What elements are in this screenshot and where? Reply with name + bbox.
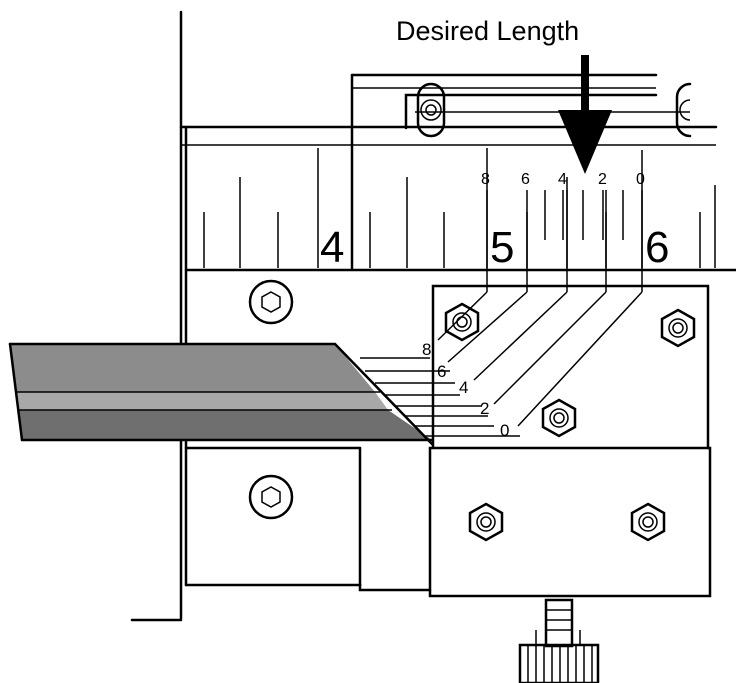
bolt-top-right bbox=[675, 82, 692, 138]
diagram-title: Desired Length bbox=[396, 16, 579, 46]
bolt-clamp-left bbox=[468, 502, 504, 542]
vernier-side-label-0: 0 bbox=[500, 421, 509, 440]
main-scale: 4 5 6 bbox=[203, 148, 716, 272]
bolt-top-bracket bbox=[416, 82, 446, 138]
main-scale-label-5: 5 bbox=[490, 223, 514, 272]
bolts bbox=[248, 82, 696, 542]
bolt-vernier-left bbox=[444, 302, 480, 342]
vernier-top-label-4: 4 bbox=[558, 171, 567, 188]
desired-length-callout: Desired Length bbox=[396, 16, 612, 174]
vernier-top-label-2: 2 bbox=[598, 171, 607, 188]
vernier-side-label-4: 4 bbox=[459, 378, 468, 397]
vernier-side-label-2: 2 bbox=[480, 399, 489, 418]
vernier-top-label-6: 6 bbox=[521, 171, 530, 188]
vernier-plate: 8 6 4 2 0 bbox=[431, 171, 710, 450]
blade bbox=[8, 342, 434, 446]
bolt-vernier-right bbox=[660, 308, 696, 348]
bolt-upper-left bbox=[248, 279, 294, 325]
main-scale-label-4: 4 bbox=[320, 223, 344, 272]
pointer-arrow-head bbox=[558, 110, 612, 174]
vernier-diagonals: 8 6 4 2 0 bbox=[360, 291, 643, 440]
bolt-clamp-right bbox=[630, 502, 666, 542]
vernier-top-label-8: 8 bbox=[481, 171, 490, 188]
bolt-vernier-bottom bbox=[541, 398, 577, 438]
clamp-block bbox=[358, 446, 712, 683]
vernier-side-label-6: 6 bbox=[437, 362, 446, 381]
vernier-side-label-8: 8 bbox=[422, 340, 431, 359]
bolt-lower-left bbox=[248, 474, 294, 520]
vernier-top-label-0: 0 bbox=[636, 171, 645, 188]
main-scale-label-6: 6 bbox=[645, 223, 669, 272]
top-bracket bbox=[350, 73, 690, 270]
